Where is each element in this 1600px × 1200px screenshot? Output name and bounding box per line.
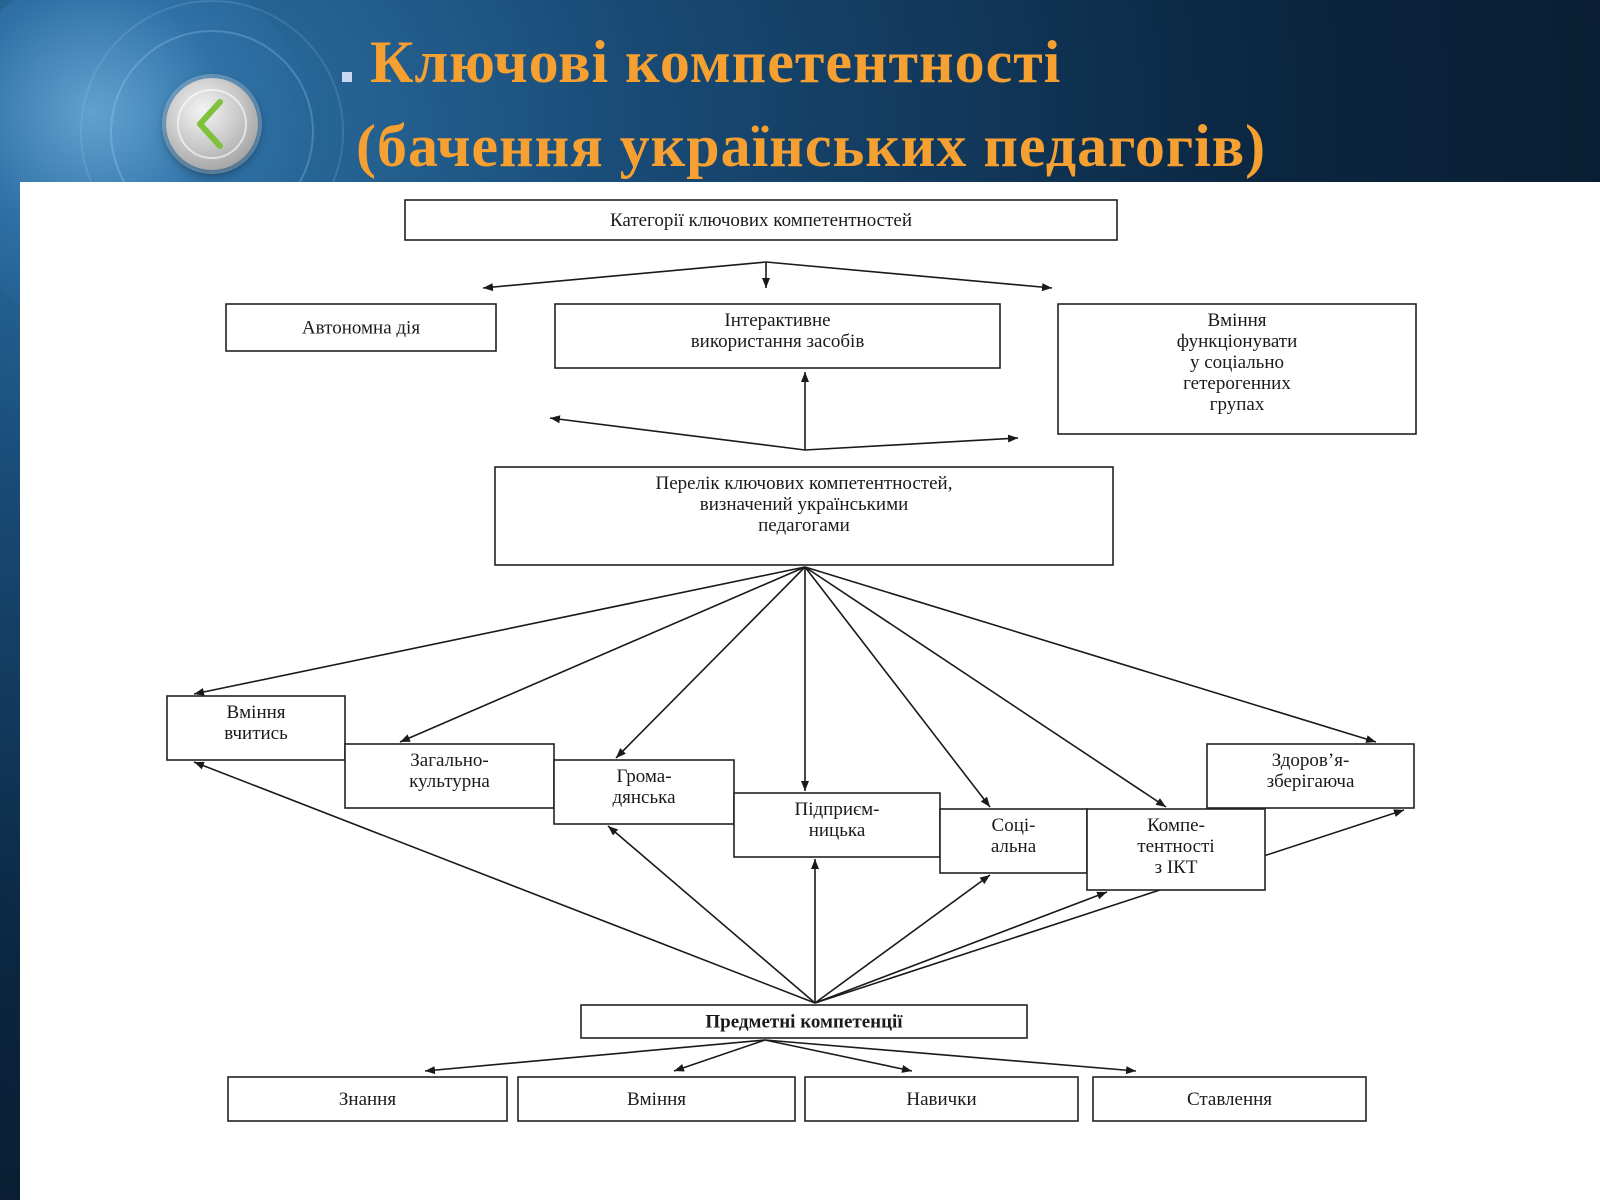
node-box-categories bbox=[404, 199, 1118, 241]
node-label-interactive: використання засобів bbox=[691, 331, 865, 352]
node-attitude: Ставлення bbox=[1092, 1076, 1367, 1122]
node-label-ict: з ІКТ bbox=[1155, 857, 1198, 878]
node-label-habits: Навички bbox=[906, 1089, 976, 1110]
node-box-civic bbox=[553, 759, 735, 825]
node-label-list: Перелік ключових компетентностей, bbox=[656, 473, 953, 494]
title-bullet bbox=[342, 72, 352, 82]
edge-subject-to-health bbox=[814, 809, 1405, 1004]
edge-list-to-social bbox=[804, 566, 991, 808]
edge-list-to-health bbox=[804, 566, 1377, 743]
node-label-civic: Грома- bbox=[616, 766, 671, 787]
node-label-subject: Предметні компетенції bbox=[705, 1012, 903, 1033]
slide-title-line-2: (бачення українських педагогів) bbox=[356, 113, 1267, 179]
node-skills: Вміння bbox=[517, 1076, 796, 1122]
node-label-categories: Категорії ключових компетентностей bbox=[610, 210, 912, 231]
node-civic: Грома-дянська bbox=[553, 759, 735, 825]
node-knowledge: Знання bbox=[227, 1076, 508, 1122]
node-list: Перелік ключових компетентностей,визначе… bbox=[494, 466, 1114, 566]
node-box-cultural bbox=[344, 743, 555, 809]
edge-list-to-civic bbox=[615, 566, 806, 759]
node-habits: Навички bbox=[804, 1076, 1079, 1122]
edge-list-to-ict bbox=[804, 566, 1167, 808]
edge-subject-to-learn bbox=[193, 761, 816, 1004]
edge-subject-to-civic bbox=[607, 825, 816, 1004]
node-autonomous: Автономна дія bbox=[225, 303, 497, 352]
node-box-interactive bbox=[554, 303, 1001, 369]
node-box-attitude bbox=[1092, 1076, 1367, 1122]
node-box-social-groups bbox=[1057, 303, 1417, 435]
node-label-health: зберігаюча bbox=[1267, 771, 1355, 792]
node-label-attitude: Ставлення bbox=[1187, 1089, 1272, 1110]
edge-categories-to-autonomous bbox=[482, 261, 767, 292]
slide-title-line-1: Ключові компетентності bbox=[370, 29, 1062, 95]
node-label-entrepreneur: Підприєм- bbox=[794, 799, 879, 820]
node-subject: Предметні компетенції bbox=[580, 1004, 1028, 1039]
node-label-interactive: Інтерактивне bbox=[724, 310, 830, 331]
edge-subject-to-knowledge bbox=[424, 1039, 766, 1075]
edge-subject-to-habits bbox=[764, 1039, 913, 1073]
node-categories: Категорії ключових компетентностей bbox=[404, 199, 1118, 241]
node-social: Соці-альна bbox=[939, 808, 1088, 874]
edge-subject-to-social bbox=[814, 874, 991, 1004]
node-label-health: Здоров’я- bbox=[1272, 750, 1350, 771]
edge-subject-to-attitude bbox=[764, 1039, 1137, 1075]
node-label-ict: тентності bbox=[1137, 836, 1214, 857]
back-button[interactable] bbox=[166, 78, 258, 170]
edge-list-to-learn bbox=[193, 566, 806, 696]
node-label-learn: Вміння bbox=[226, 702, 285, 723]
node-label-social-groups: групах bbox=[1210, 394, 1265, 415]
node-label-ict: Компе- bbox=[1147, 815, 1205, 836]
edge-list-to-autonomous bbox=[549, 415, 806, 451]
node-label-list: педагогами bbox=[758, 515, 850, 536]
node-label-civic: дянська bbox=[612, 787, 676, 808]
node-box-habits bbox=[804, 1076, 1079, 1122]
node-label-autonomous: Автономна дія bbox=[302, 318, 420, 339]
node-label-entrepreneur: ницька bbox=[809, 820, 866, 841]
node-box-list bbox=[494, 466, 1114, 566]
node-box-social bbox=[939, 808, 1088, 874]
node-label-skills: Вміння bbox=[627, 1089, 686, 1110]
node-label-social-groups: у соціально bbox=[1190, 352, 1284, 373]
node-box-ict bbox=[1086, 808, 1266, 891]
node-health: Здоров’я-зберігаюча bbox=[1206, 743, 1415, 809]
node-box-learn bbox=[166, 695, 346, 761]
node-box-entrepreneur bbox=[733, 792, 941, 858]
node-entrepreneur: Підприєм-ницька bbox=[733, 792, 941, 858]
node-box-health bbox=[1206, 743, 1415, 809]
node-label-learn: вчитись bbox=[224, 723, 288, 744]
node-cultural: Загально-культурна bbox=[344, 743, 555, 809]
node-label-social-groups: гетерогенних bbox=[1183, 373, 1291, 394]
node-box-knowledge bbox=[227, 1076, 508, 1122]
edge-subject-to-skills bbox=[673, 1039, 766, 1072]
node-label-cultural: Загально- bbox=[410, 750, 489, 771]
competence-diagram: Категорії ключових компетентностейАвтоно… bbox=[166, 199, 1417, 1122]
edge-list-to-social-groups bbox=[804, 434, 1019, 451]
node-label-list: визначений українськими bbox=[700, 494, 909, 515]
node-label-social: альна bbox=[991, 836, 1037, 857]
edge-categories-to-social-groups bbox=[765, 261, 1053, 292]
node-box-autonomous bbox=[225, 303, 497, 352]
node-label-cultural: культурна bbox=[409, 771, 490, 792]
node-label-knowledge: Знання bbox=[339, 1089, 396, 1110]
edge-list-to-cultural bbox=[399, 566, 806, 743]
chevron-left-icon bbox=[177, 89, 247, 159]
node-box-skills bbox=[517, 1076, 796, 1122]
edge-subject-to-ict bbox=[814, 891, 1108, 1004]
node-label-social: Соці- bbox=[992, 815, 1036, 836]
node-box-subject bbox=[580, 1004, 1028, 1039]
node-label-social-groups: Вміння bbox=[1207, 310, 1266, 331]
node-label-social-groups: функціонувати bbox=[1177, 331, 1298, 352]
